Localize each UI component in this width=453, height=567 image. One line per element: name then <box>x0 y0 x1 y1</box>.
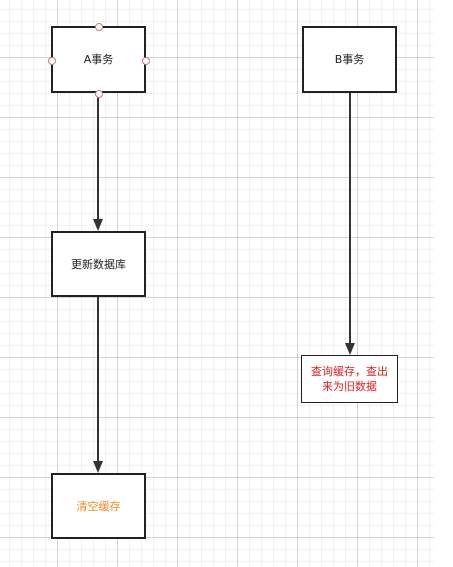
selection-handle-right[interactable] <box>142 57 150 65</box>
node-clear-cache[interactable]: 清空缓存 <box>51 473 146 539</box>
selection-handle-bottom[interactable] <box>95 90 103 98</box>
node-query-cache-label: 查询缓存，查出来为旧数据 <box>311 365 388 393</box>
arrowhead-update <box>93 219 103 231</box>
node-a-transaction-label: A事务 <box>83 53 114 66</box>
node-b-transaction-label: B事务 <box>334 53 365 66</box>
selection-handle-left[interactable] <box>48 57 56 65</box>
node-clear-cache-label: 清空缓存 <box>76 499 121 513</box>
node-a-transaction[interactable]: A事务 <box>51 26 146 93</box>
node-b-transaction[interactable]: B事务 <box>302 26 397 93</box>
arrowhead-clear <box>93 461 103 473</box>
node-update-database[interactable]: 更新数据库 <box>51 231 146 297</box>
node-query-cache[interactable]: 查询缓存，查出来为旧数据 <box>301 355 398 403</box>
selection-handle-top[interactable] <box>95 23 103 31</box>
arrowhead-query <box>345 343 355 355</box>
page-edge <box>434 0 453 567</box>
node-update-database-label: 更新数据库 <box>71 257 126 271</box>
